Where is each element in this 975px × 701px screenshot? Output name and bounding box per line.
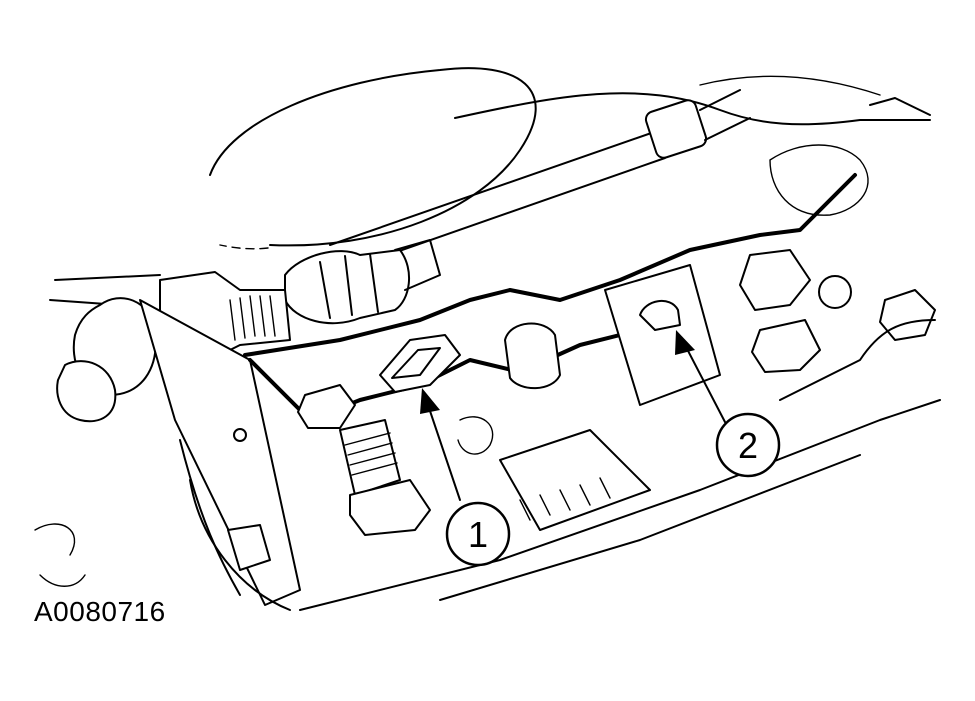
nut-right xyxy=(751,319,821,373)
clip-1-body xyxy=(379,334,461,393)
left-plug xyxy=(49,274,161,306)
transmission-box xyxy=(499,429,651,531)
frame-lower xyxy=(299,399,941,611)
callout-1-arrowhead xyxy=(420,388,440,414)
clip-1-slot xyxy=(391,347,441,379)
mid-detail xyxy=(457,416,494,455)
housing-outline xyxy=(209,67,537,247)
bracket-heavy-outline xyxy=(243,173,857,357)
fitting-collar xyxy=(394,239,441,291)
round-nut xyxy=(818,275,852,309)
bolt-far-right xyxy=(879,289,936,341)
connector-lower xyxy=(56,360,117,423)
box-ribs xyxy=(519,477,611,521)
mount-bracket xyxy=(139,299,301,606)
stud-threaded xyxy=(339,419,401,496)
bolt-head-1 xyxy=(297,384,356,429)
fitting-ribs xyxy=(319,253,379,319)
figure-id-label: A0080716 xyxy=(34,596,166,627)
bracket-hole xyxy=(233,428,247,442)
cable-boot xyxy=(644,99,708,159)
cable-rod-top xyxy=(329,129,661,246)
callout-2-number: 2 xyxy=(738,425,758,466)
callout-2-circle xyxy=(715,412,781,478)
frame-lower-2 xyxy=(439,454,861,601)
cable-fitting xyxy=(284,249,411,325)
engine-right xyxy=(779,319,936,401)
bolt-bottom-left xyxy=(227,524,271,571)
bolt-right xyxy=(739,249,811,311)
frame-right xyxy=(869,97,931,116)
callout-2-arrowhead xyxy=(675,330,695,355)
callout-1: 1 xyxy=(445,501,511,567)
frame-line-3 xyxy=(769,144,869,216)
center-boss xyxy=(504,322,561,390)
cable-end xyxy=(699,89,751,141)
nut-1 xyxy=(349,479,431,536)
callout-2-leader xyxy=(684,344,726,423)
plate-2 xyxy=(604,264,721,406)
frame-line-2 xyxy=(699,75,881,96)
stud-threads xyxy=(344,432,398,476)
bracket-base xyxy=(179,439,241,596)
callout-1-circle xyxy=(445,501,511,567)
housing-dash xyxy=(219,244,269,250)
lower-left-curve xyxy=(34,523,86,587)
callout-2: 2 xyxy=(715,412,781,478)
callout-1-leader xyxy=(427,404,461,501)
upper-frame xyxy=(454,92,931,126)
thread-lines xyxy=(229,295,276,341)
lower-curve xyxy=(189,479,291,611)
callout-1-number: 1 xyxy=(468,514,488,555)
clip-2 xyxy=(639,300,681,331)
